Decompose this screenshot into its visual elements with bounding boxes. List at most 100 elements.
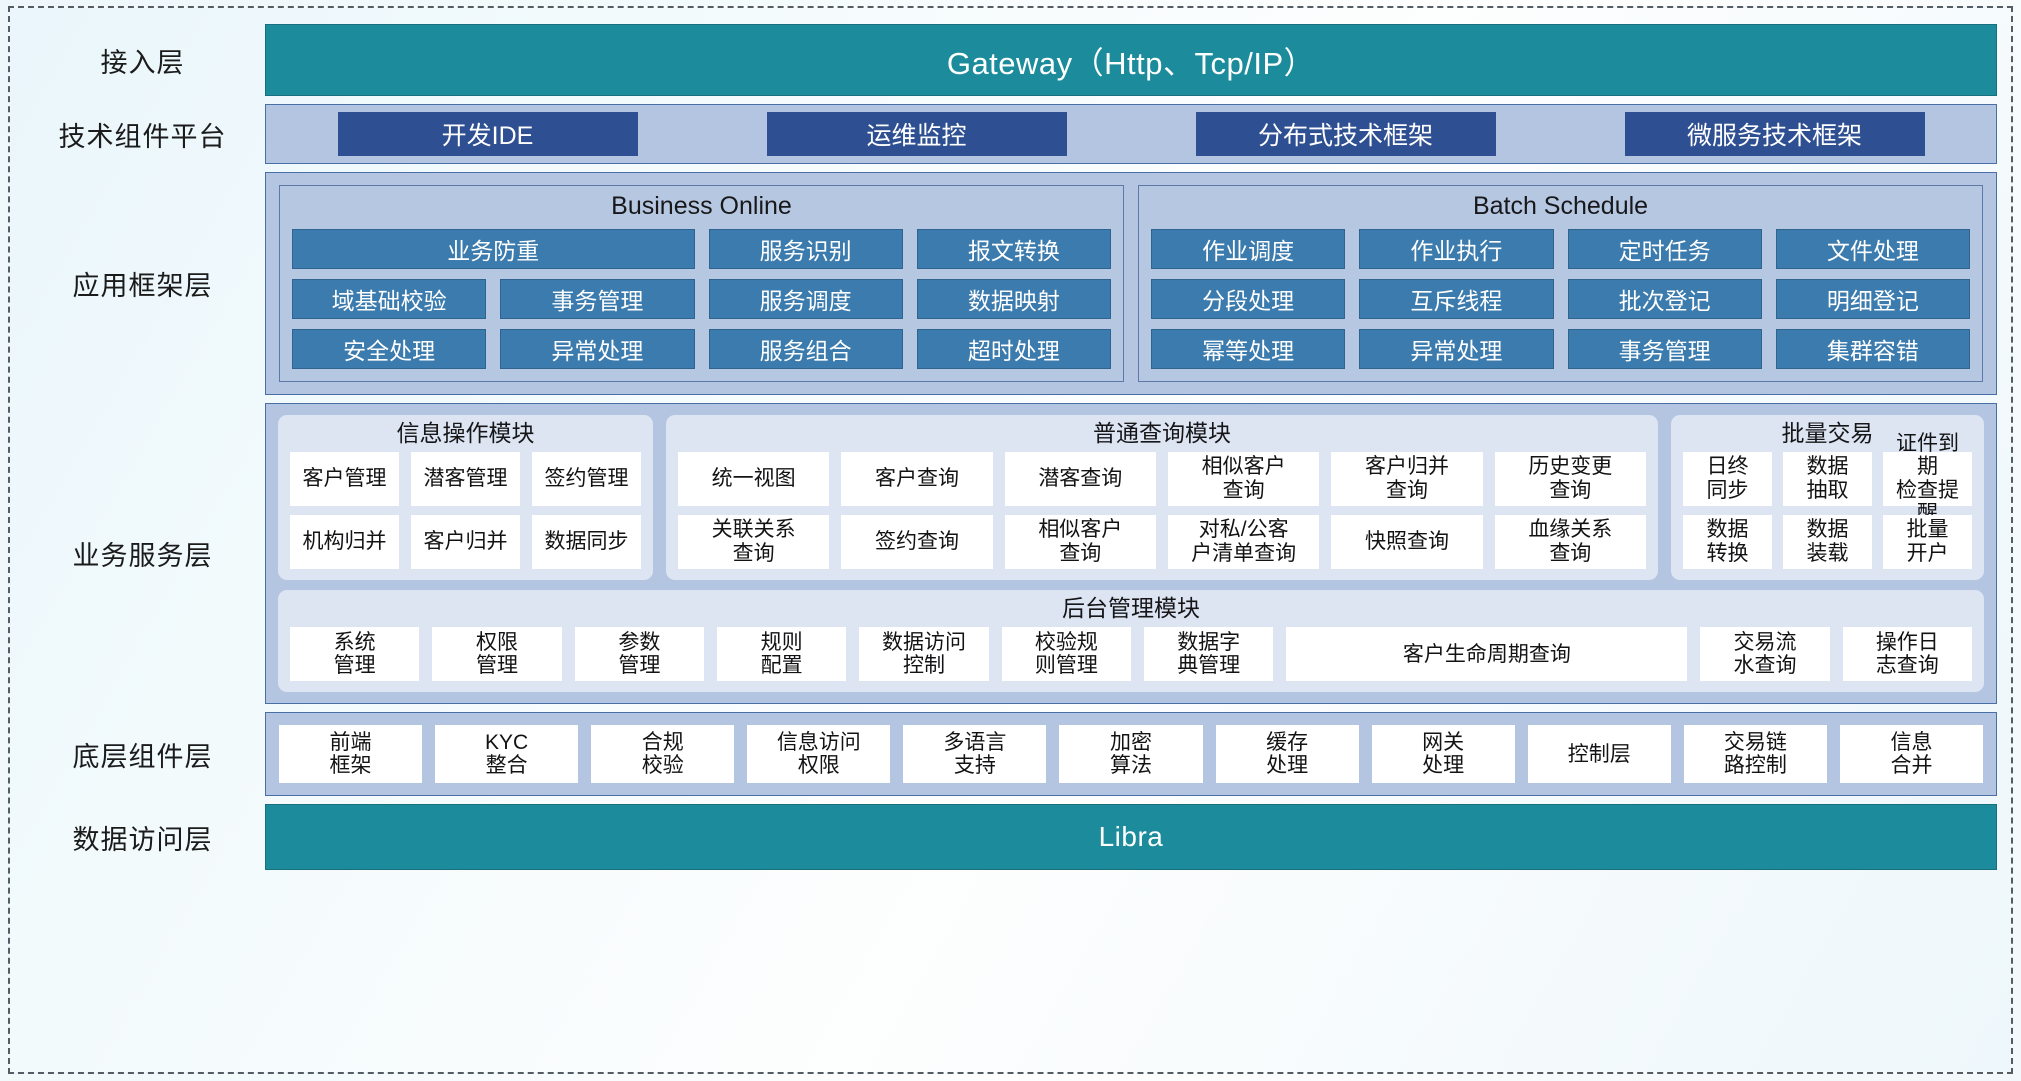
cell-exception-process[interactable]: 异常处理: [500, 328, 695, 369]
cell-contract-mgmt[interactable]: 签约管理: [532, 451, 641, 506]
gateway-bar[interactable]: Gateway（Http、Tcp/IP）: [265, 24, 1997, 96]
cell-encryption-algorithm[interactable]: 加密算法: [1059, 725, 1203, 784]
tech-chip-distributed-framework[interactable]: 分布式技术框架: [1195, 112, 1496, 156]
cell-data-transform[interactable]: 数据转换: [1683, 514, 1772, 569]
cell-data-load[interactable]: 数据装载: [1783, 514, 1872, 569]
group-title-batch-schedule: Batch Schedule: [1472, 192, 1649, 220]
cell-relation-query[interactable]: 关联关系查询: [678, 514, 830, 569]
cell-mutex-thread[interactable]: 互斥线程: [1359, 278, 1554, 319]
cell-operation-log-query[interactable]: 操作日志查询: [1842, 627, 1972, 682]
cell-data-extract[interactable]: 数据抽取: [1783, 451, 1872, 506]
cell-data-dictionary-mgmt[interactable]: 数据字典管理: [1144, 627, 1274, 682]
info-operation-cells: 客户管理 潜客管理 签约管理 机构归并 客户归并 数据同步: [290, 451, 641, 569]
cell-idempotent-process[interactable]: 幂等处理: [1151, 328, 1346, 369]
module-backend-admin: 后台管理模块 系统管理 权限管理 参数管理 规则配置 数据访问控制 校验规则管理…: [278, 589, 1984, 693]
module-title-backend-admin: 后台管理模块: [1062, 594, 1200, 621]
cell-batch-transaction-mgmt[interactable]: 事务管理: [1567, 328, 1762, 369]
cell-batch-account-open[interactable]: 批量开户: [1883, 514, 1972, 569]
cell-transaction-chain-control[interactable]: 交易链路控制: [1683, 725, 1827, 784]
layer-body-business-service: 信息操作模块 客户管理 潜客管理 签约管理 机构归并 客户归并 数据同步: [265, 402, 1997, 705]
cell-lineage-relation-query[interactable]: 血缘关系查询: [1494, 514, 1646, 569]
cell-service-composition[interactable]: 服务组合: [708, 328, 903, 369]
module-title-common-query: 普通查询模块: [1093, 419, 1231, 446]
cell-rule-config[interactable]: 规则配置: [717, 627, 847, 682]
cell-data-access-control[interactable]: 数据访问控制: [859, 627, 989, 682]
cell-compliance-check[interactable]: 合规校验: [591, 725, 735, 784]
cell-job-execute[interactable]: 作业执行: [1359, 228, 1554, 269]
cell-info-access-permission[interactable]: 信息访问权限: [747, 725, 891, 784]
cell-batch-register[interactable]: 批次登记: [1567, 278, 1762, 319]
libra-bar[interactable]: Libra: [265, 804, 1997, 871]
cell-customer-merge-query[interactable]: 客户归并查询: [1331, 451, 1483, 506]
cell-control-layer[interactable]: 控制层: [1527, 725, 1671, 784]
group-title-business-online: Business Online: [611, 192, 792, 220]
cell-eod-sync[interactable]: 日终同步: [1683, 451, 1772, 506]
group-business-online: Business Online 业务防重 服务识别 报文转换 域基础校验 事务管…: [279, 185, 1124, 382]
cell-parameter-mgmt[interactable]: 参数管理: [574, 627, 705, 682]
business-service-modules-row: 信息操作模块 客户管理 潜客管理 签约管理 机构归并 客户归并 数据同步: [278, 414, 1984, 580]
layer-label-data-access: 数据访问层: [72, 824, 213, 855]
cell-customer-query[interactable]: 客户查询: [841, 451, 993, 506]
cell-security-process[interactable]: 安全处理: [292, 328, 487, 369]
business-online-grid: 业务防重 服务识别 报文转换 域基础校验 事务管理 服务调度 数据映射 安全处理…: [292, 228, 1111, 369]
cell-batch-exception-process[interactable]: 异常处理: [1359, 328, 1554, 369]
cell-data-mapping[interactable]: 数据映射: [916, 278, 1111, 319]
cell-cache-process[interactable]: 缓存处理: [1215, 725, 1359, 784]
cell-service-identify[interactable]: 服务识别: [708, 228, 903, 269]
cell-certificate-expiry-reminder[interactable]: 证件到期检查提醒: [1883, 432, 1972, 525]
cell-info-merge[interactable]: 信息合并: [1839, 725, 1983, 784]
layer-body-access: Gateway（Http、Tcp/IP）: [265, 24, 1997, 96]
cell-gateway-process[interactable]: 网关处理: [1371, 725, 1515, 784]
cell-validation-rule-mgmt[interactable]: 校验规则管理: [1001, 627, 1132, 682]
cell-business-dedup[interactable]: 业务防重: [292, 228, 695, 269]
cell-unified-view[interactable]: 统一视图: [678, 451, 830, 506]
cell-similar-customer-query-2[interactable]: 相似客户查询: [1004, 514, 1156, 569]
cell-prospect-mgmt[interactable]: 潜客管理: [411, 451, 520, 506]
layer-body-data-access: Libra: [265, 804, 1997, 871]
cell-detail-register[interactable]: 明细登记: [1775, 278, 1970, 319]
cell-transaction-flow-query[interactable]: 交易流水查询: [1700, 627, 1830, 682]
module-title-info-operation: 信息操作模块: [396, 419, 535, 446]
cell-similar-customer-query-1[interactable]: 相似客户查询: [1167, 451, 1320, 506]
cell-domain-base-validate[interactable]: 域基础校验: [292, 278, 487, 319]
cell-multilanguage-support[interactable]: 多语言支持: [903, 725, 1047, 784]
tech-chip-ide[interactable]: 开发IDE: [337, 112, 638, 156]
cell-message-transform[interactable]: 报文转换: [916, 228, 1111, 269]
cell-history-change-query[interactable]: 历史变更查询: [1494, 451, 1646, 506]
cell-private-public-customer-list-query[interactable]: 对私/公客户清单查询: [1167, 514, 1320, 569]
cell-timed-task[interactable]: 定时任务: [1567, 228, 1762, 269]
cell-file-process[interactable]: 文件处理: [1775, 228, 1970, 269]
layer-row-tech-platform: 技术组件平台 开发IDE 运维监控 分布式技术框架 微服务技术框架: [20, 104, 1997, 164]
cell-frontend-framework[interactable]: 前端框架: [279, 725, 423, 784]
cell-customer-merge[interactable]: 客户归并: [411, 514, 520, 569]
module-info-operation: 信息操作模块 客户管理 潜客管理 签约管理 机构归并 客户归并 数据同步: [278, 414, 653, 580]
cell-permission-mgmt[interactable]: 权限管理: [432, 627, 562, 682]
cell-data-sync[interactable]: 数据同步: [532, 514, 641, 569]
tech-chip-microservice-framework[interactable]: 微服务技术框架: [1624, 112, 1925, 156]
layer-row-app-framework: 应用框架层 Business Online 业务防重 服务识别 报文转换 域基础…: [20, 172, 1997, 395]
cell-snapshot-query[interactable]: 快照查询: [1331, 514, 1483, 569]
cell-service-dispatch[interactable]: 服务调度: [708, 278, 903, 319]
cell-org-merge[interactable]: 机构归并: [290, 514, 399, 569]
layer-row-data-access: 数据访问层 Libra: [20, 804, 1997, 871]
layer-label-access: 接入层: [100, 47, 185, 78]
cell-transaction-mgmt[interactable]: 事务管理: [500, 278, 695, 319]
backend-admin-cells: 系统管理 权限管理 参数管理 规则配置 数据访问控制 校验规则管理 数据字典管理…: [290, 627, 1972, 682]
cell-job-schedule[interactable]: 作业调度: [1151, 228, 1346, 269]
cell-customer-lifecycle-query[interactable]: 客户生命周期查询: [1286, 627, 1688, 682]
cell-contract-query[interactable]: 签约查询: [841, 514, 993, 569]
cell-prospect-query[interactable]: 潜客查询: [1004, 451, 1156, 506]
tech-chip-ops-monitor[interactable]: 运维监控: [766, 112, 1067, 156]
cell-customer-mgmt[interactable]: 客户管理: [290, 451, 399, 506]
batch-schedule-grid: 作业调度 作业执行 定时任务 文件处理 分段处理 互斥线程 批次登记 明细登记 …: [1151, 228, 1970, 369]
module-common-query: 普通查询模块 统一视图 客户查询 潜客查询 相似客户查询 客户归并查询 历史变更…: [666, 414, 1658, 580]
cell-timeout-process[interactable]: 超时处理: [916, 328, 1111, 369]
cell-segment-process[interactable]: 分段处理: [1151, 278, 1346, 319]
cell-system-mgmt[interactable]: 系统管理: [290, 627, 420, 682]
layer-body-tech-platform: 开发IDE 运维监控 分布式技术框架 微服务技术框架: [265, 104, 1997, 164]
cell-cluster-fault-tolerance[interactable]: 集群容错: [1775, 328, 1970, 369]
